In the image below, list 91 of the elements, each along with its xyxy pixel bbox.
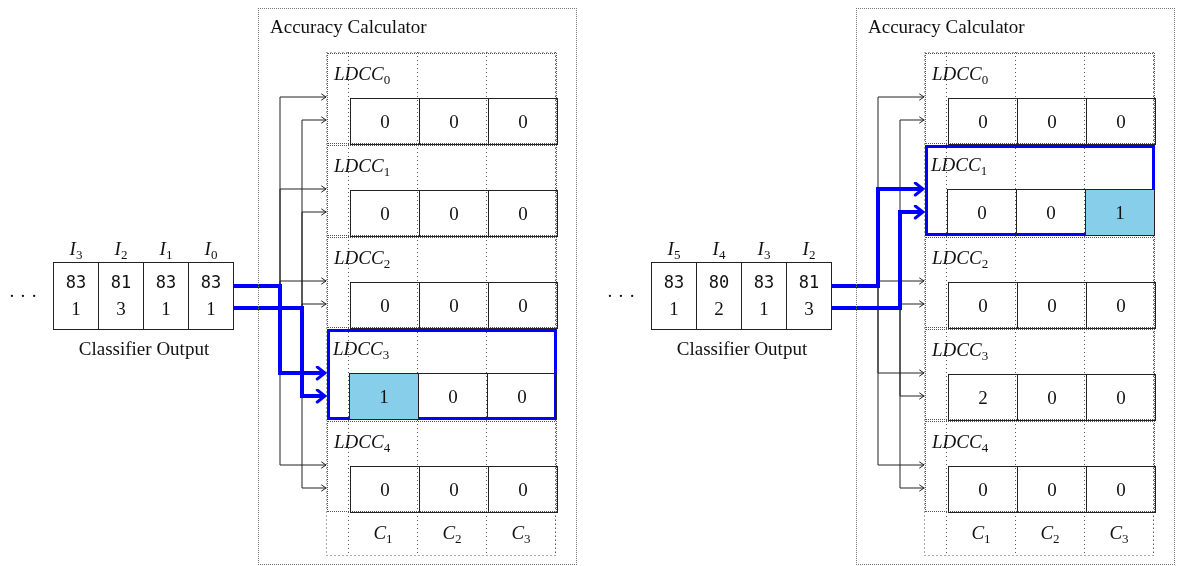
- column-label: C$_{3}$: [510, 522, 532, 544]
- count-cell: 0: [1086, 374, 1156, 421]
- table-label: LDCC$_{2}$: [932, 247, 989, 269]
- counter-box: [925, 237, 1155, 328]
- table-label: LDCC$_{3}$: [333, 338, 390, 360]
- count-cell: 0: [419, 98, 489, 145]
- class-value: 83: [64, 271, 88, 293]
- table-label: LDCC$_{0}$: [334, 63, 391, 85]
- count-value: 3: [115, 298, 127, 320]
- count-cell: 0: [419, 190, 489, 237]
- class-value: 83: [154, 271, 178, 293]
- panel-title: Accuracy Calculator: [270, 16, 427, 38]
- calculator-frame: [258, 8, 577, 565]
- column-label: C$_{1}$: [372, 522, 394, 544]
- table-label: LDCC$_{0}$: [932, 63, 989, 85]
- table-label: LDCC$_{3}$: [932, 339, 989, 361]
- class-value: 80: [707, 271, 731, 293]
- count-cell: 0: [418, 373, 488, 420]
- count-value: 3: [803, 298, 815, 320]
- count-cell: 0: [350, 282, 420, 329]
- count-cell: 0: [947, 189, 1017, 236]
- count-value: 2: [713, 298, 725, 320]
- class-value: 81: [797, 271, 821, 293]
- arrow: [832, 204, 925, 310]
- count-value: 1: [758, 298, 770, 320]
- count-cell: 0: [1086, 466, 1156, 513]
- column-label: C$_{2}$: [1039, 522, 1061, 544]
- class-value: 81: [109, 271, 133, 293]
- count-cell: 0: [948, 466, 1018, 513]
- count-cell: 0: [419, 466, 489, 513]
- counter-box: [327, 145, 557, 236]
- count-cell: 0: [1086, 98, 1156, 145]
- column-label: C$_{2}$: [441, 522, 463, 544]
- count-cell: 0: [488, 466, 558, 513]
- class-value: 83: [752, 271, 776, 293]
- counter-box: [327, 237, 557, 328]
- arrow: [234, 284, 327, 381]
- group-label: Classifier Output: [77, 338, 211, 360]
- ellipsis: · · ·: [8, 285, 38, 307]
- count-cell: 2: [948, 374, 1018, 421]
- count-cell: 0: [1017, 282, 1087, 329]
- counter-box: [925, 145, 1155, 236]
- index-label: I$_{4}$: [711, 238, 727, 260]
- count-cell: 0: [350, 98, 420, 145]
- index-label: I$_{1}$: [158, 238, 174, 260]
- counter-box: [327, 421, 557, 512]
- index-label: I$_{5}$: [666, 238, 682, 260]
- table-label: LDCC$_{1}$: [334, 155, 391, 177]
- count-cell: 0: [350, 190, 420, 237]
- count-cell: 1: [1085, 189, 1155, 236]
- calculator-frame: [856, 8, 1175, 565]
- table-label: LDCC$_{4}$: [334, 431, 391, 453]
- count-cell: 0: [488, 98, 558, 145]
- group-label: Classifier Output: [675, 338, 809, 360]
- class-value: 83: [662, 271, 686, 293]
- count-cell: 0: [419, 282, 489, 329]
- index-label: I$_{0}$: [203, 238, 219, 260]
- index-label: I$_{2}$: [113, 238, 129, 260]
- arrow: [832, 181, 925, 288]
- index-label: I$_{3}$: [68, 238, 84, 260]
- table-label: LDCC$_{2}$: [334, 247, 391, 269]
- counter-box: [327, 329, 557, 420]
- column-label: C$_{3}$: [1108, 522, 1130, 544]
- count-cell: 0: [1086, 282, 1156, 329]
- count-cell: 0: [948, 98, 1018, 145]
- index-label: I$_{3}$: [756, 238, 772, 260]
- count-cell: 0: [948, 282, 1018, 329]
- ellipsis: · · ·: [606, 285, 636, 307]
- counter-box: [327, 53, 557, 144]
- count-value: 1: [160, 298, 172, 320]
- count-cell: 0: [487, 373, 557, 420]
- counter-box: [925, 421, 1155, 512]
- count-value: 1: [70, 298, 82, 320]
- table-label: LDCC$_{4}$: [932, 431, 989, 453]
- counter-box: [925, 329, 1155, 420]
- index-label: I$_{2}$: [801, 238, 817, 260]
- arrow: [234, 306, 327, 404]
- count-cell: 1: [349, 373, 419, 420]
- count-cell: 0: [1017, 374, 1087, 421]
- column-label: C$_{1}$: [970, 522, 992, 544]
- table-label: LDCC$_{1}$: [931, 154, 988, 176]
- count-value: 1: [205, 298, 217, 320]
- counter-box: [925, 53, 1155, 144]
- class-value: 83: [199, 271, 223, 293]
- count-value: 1: [668, 298, 680, 320]
- count-cell: 0: [488, 282, 558, 329]
- count-cell: 0: [488, 190, 558, 237]
- panel-title: Accuracy Calculator: [868, 16, 1025, 38]
- count-cell: 0: [1017, 466, 1087, 513]
- count-cell: 0: [350, 466, 420, 513]
- count-cell: 0: [1017, 98, 1087, 145]
